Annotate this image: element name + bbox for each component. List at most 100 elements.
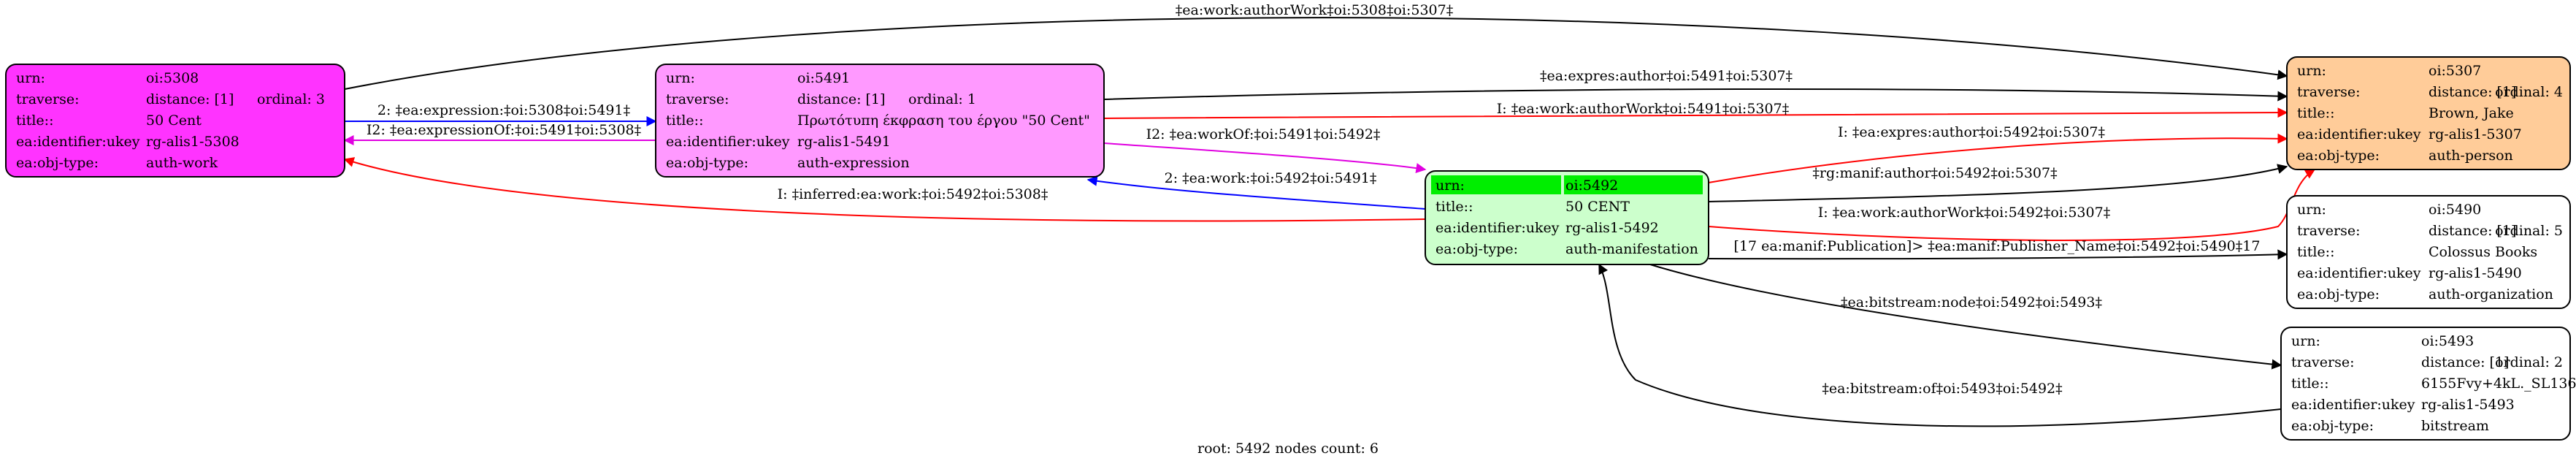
field-value: Πρωτότυπη έκφραση του έργου "50 Cent" bbox=[797, 113, 1090, 129]
field-label: ea:obj-type: bbox=[2297, 286, 2380, 302]
field-value: oi:5307 bbox=[2429, 63, 2481, 79]
edge-label: I: ‡ea:expres:author‡oi:5492‡oi:5307‡ bbox=[1838, 124, 2105, 140]
field-label: ea:identifier:ukey bbox=[666, 134, 790, 150]
field-value: rg-alis1-5490 bbox=[2429, 265, 2522, 281]
field-label: ea:identifier:ukey bbox=[2297, 265, 2421, 281]
edge-label: 2: ‡ea:expression:‡oi:5308‡oi:5491‡ bbox=[377, 102, 630, 118]
node-header-highlight-key bbox=[1431, 175, 1561, 194]
edges: ‡ea:work:authorWork‡oi:5308‡oi:5307‡ 2: … bbox=[343, 2, 2316, 427]
graph-footer: root: 5492 nodes count: 6 bbox=[1197, 441, 1379, 457]
node-box bbox=[2280, 327, 2571, 441]
field-label: ea:identifier:ukey bbox=[16, 134, 140, 150]
field-value: oi:5490 bbox=[2429, 202, 2481, 218]
edge-line bbox=[1708, 133, 2288, 183]
field-value: auth-organization bbox=[2429, 286, 2553, 302]
field-label: ea:obj-type: bbox=[2297, 148, 2380, 164]
edge-label: 2: ‡ea:work:‡oi:5492‡oi:5491‡ bbox=[1165, 170, 1377, 186]
field-value: auth-person bbox=[2429, 148, 2513, 164]
node-5493[interactable]: urn: oi:5493 traverse: distance: [1] ord… bbox=[2280, 327, 2576, 441]
node-box bbox=[655, 64, 1105, 178]
field-label: urn: bbox=[2297, 202, 2326, 218]
edge-line bbox=[1103, 107, 2288, 119]
field-label: title:: bbox=[16, 113, 53, 129]
field-label: traverse: bbox=[2297, 84, 2361, 100]
nodes: urn: oi:5308 traverse: distance: [1] ord… bbox=[5, 56, 2576, 441]
edge-line bbox=[1708, 249, 2288, 260]
field-label: urn: bbox=[666, 70, 695, 86]
edge-label: I2: ‡ea:workOf:‡oi:5491‡oi:5492‡ bbox=[1146, 126, 1381, 142]
field-value: oi:5493 bbox=[2421, 333, 2474, 349]
field-label: ea:identifier:ukey bbox=[1435, 220, 1560, 236]
edge-5492-5307-author: I: ‡ea:expres:author‡oi:5492‡oi:5307‡ bbox=[1708, 124, 2288, 183]
field-value: 6155Fvy+4kL._SL1360_.jpg bbox=[2421, 376, 2576, 392]
edge-5492-5493-node: ‡ea:bitstream:node‡oi:5492‡oi:5493‡ bbox=[1649, 264, 2282, 370]
field-extra: ordinal: 2 bbox=[2495, 354, 2563, 370]
field-value: oi:5492 bbox=[1565, 178, 1618, 194]
field-label: title:: bbox=[2291, 376, 2328, 392]
node-header-highlight-value bbox=[1564, 175, 1703, 194]
field-label: title:: bbox=[1435, 199, 1473, 215]
field-label: traverse: bbox=[16, 91, 80, 107]
edge-5492-5308-inferred: I: ‡inferred:ea:work:‡oi:5492‡oi:5308‡ bbox=[343, 157, 1426, 222]
field-value: rg-alis1-5307 bbox=[2429, 126, 2522, 142]
node-5491[interactable]: urn: oi:5491 traverse: distance: [1] ord… bbox=[655, 64, 1105, 178]
node-box bbox=[2286, 195, 2571, 309]
edge-label: ‡ea:bitstream:node‡oi:5492‡oi:5493‡ bbox=[1841, 294, 2102, 310]
node-5492[interactable]: urn: oi:5492 title:: 50 CENT ea:identifi… bbox=[1425, 170, 1709, 265]
edge-label: I: ‡ea:work:authorWork‡oi:5492‡oi:5307‡ bbox=[1818, 205, 2110, 221]
edge-5491-5492-workof: I2: ‡ea:workOf:‡oi:5491‡oi:5492‡ bbox=[1103, 126, 1427, 174]
field-value: distance: [1] bbox=[797, 91, 885, 107]
edge-5492-5490-publisher: [17 ea:manif:Publication]> ‡ea:manif:Pub… bbox=[1708, 238, 2288, 260]
edge-5491-5307-author: ‡ea:expres:author‡oi:5491‡oi:5307‡ bbox=[1103, 68, 2288, 102]
edge-line bbox=[1598, 263, 2282, 427]
field-value: rg-alis1-5492 bbox=[1565, 220, 1659, 236]
edge-label: ‡rg:manif:author‡oi:5492‡oi:5307‡ bbox=[1812, 165, 2057, 181]
edge-line bbox=[1086, 175, 1426, 210]
field-extra: ordinal: 1 bbox=[908, 91, 976, 107]
field-extra: ordinal: 5 bbox=[2495, 223, 2563, 239]
edge-label: I: ‡inferred:ea:work:‡oi:5492‡oi:5308‡ bbox=[778, 186, 1049, 202]
field-value: rg-alis1-5493 bbox=[2421, 397, 2515, 413]
field-label: urn: bbox=[1435, 178, 1465, 194]
edge-line bbox=[1103, 142, 1427, 174]
field-label: ea:obj-type: bbox=[666, 155, 748, 171]
field-value: oi:5308 bbox=[146, 70, 199, 86]
edge-5492-5491-work: 2: ‡ea:work:‡oi:5492‡oi:5491‡ bbox=[1086, 170, 1426, 210]
field-label: traverse: bbox=[666, 91, 729, 107]
field-label: traverse: bbox=[2291, 354, 2355, 370]
field-label: urn: bbox=[2297, 63, 2326, 79]
node-box bbox=[2286, 56, 2571, 170]
edge-5308-5307-authorwork: ‡ea:work:authorWork‡oi:5308‡oi:5307‡ bbox=[344, 2, 2288, 90]
edge-5492-5307-manifauthor: ‡rg:manif:author‡oi:5492‡oi:5307‡ bbox=[1708, 164, 2288, 202]
field-value: 50 CENT bbox=[1565, 199, 1630, 215]
field-value: auth-expression bbox=[797, 155, 910, 171]
field-label: title:: bbox=[2297, 244, 2334, 260]
field-value: auth-manifestation bbox=[1565, 241, 1698, 257]
edge-5491-5308-expressionof: I2: ‡ea:expressionOf:‡oi:5491‡oi:5308‡ bbox=[343, 122, 656, 145]
field-value: Colossus Books bbox=[2429, 244, 2537, 260]
node-5307[interactable]: urn: oi:5307 traverse: distance: [1] ord… bbox=[2286, 56, 2571, 170]
edge-label: [17 ea:manif:Publication]> ‡ea:manif:Pub… bbox=[1734, 238, 2261, 254]
edge-label: ‡ea:bitstream:of‡oi:5493‡oi:5492‡ bbox=[1822, 381, 2062, 397]
edge-line bbox=[1649, 264, 2282, 370]
field-value: distance: [1] bbox=[2429, 223, 2516, 239]
field-value: distance: [1] bbox=[2429, 84, 2516, 100]
field-label: traverse: bbox=[2297, 223, 2361, 239]
field-label: urn: bbox=[2291, 333, 2320, 349]
edge-5308-5491-expression: 2: ‡ea:expression:‡oi:5308‡oi:5491‡ bbox=[345, 102, 657, 126]
edge-line bbox=[343, 157, 1426, 222]
edge-label: ‡ea:expres:author‡oi:5491‡oi:5307‡ bbox=[1540, 68, 1793, 84]
edge-label: I2: ‡ea:expressionOf:‡oi:5491‡oi:5308‡ bbox=[367, 122, 641, 138]
field-value: rg-alis1-5308 bbox=[146, 134, 239, 150]
field-value: auth-work bbox=[146, 155, 218, 171]
edge-label: I: ‡ea:work:authorWork‡oi:5491‡oi:5307‡ bbox=[1497, 101, 1789, 117]
field-value: bitstream bbox=[2421, 418, 2489, 434]
edge-line bbox=[1103, 88, 2288, 102]
field-value: distance: [1] bbox=[2421, 354, 2509, 370]
edge-label: ‡ea:work:authorWork‡oi:5308‡oi:5307‡ bbox=[1176, 2, 1453, 18]
node-box bbox=[5, 64, 345, 178]
node-5490[interactable]: urn: oi:5490 traverse: distance: [1] ord… bbox=[2286, 195, 2571, 309]
edge-5493-5492-of: ‡ea:bitstream:of‡oi:5493‡oi:5492‡ bbox=[1598, 263, 2282, 427]
node-5308[interactable]: urn: oi:5308 traverse: distance: [1] ord… bbox=[5, 64, 345, 178]
field-value: distance: [1] bbox=[146, 91, 234, 107]
